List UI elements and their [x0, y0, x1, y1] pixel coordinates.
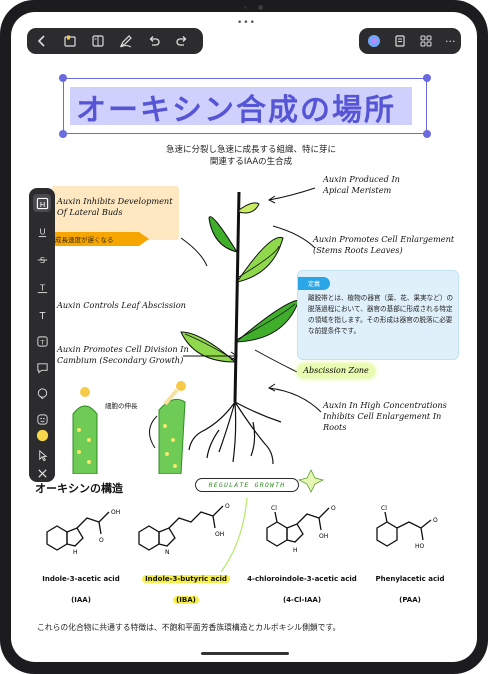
- text-icon[interactable]: T: [35, 308, 49, 322]
- select-icon[interactable]: [35, 448, 49, 462]
- home-indicator[interactable]: [201, 652, 289, 655]
- cell-elongation-illustration: [72, 381, 186, 474]
- undo-icon[interactable]: [147, 34, 161, 48]
- redo-icon[interactable]: [175, 34, 189, 48]
- resize-handle-bottom-left[interactable]: [59, 130, 67, 138]
- svg-text:HO: HO: [415, 543, 425, 550]
- canvas-screen[interactable]: ••• ···: [11, 12, 477, 662]
- iaa-structure: OH O H: [46, 509, 120, 556]
- pages-icon[interactable]: [91, 34, 105, 48]
- color-swatch-icon[interactable]: [35, 428, 49, 442]
- strikethrough-icon[interactable]: S: [35, 252, 49, 266]
- document-icon[interactable]: [393, 34, 407, 48]
- text-box-icon[interactable]: H: [35, 196, 49, 210]
- resize-handle-top-left[interactable]: [59, 74, 67, 82]
- resize-handle-bottom-right[interactable]: [423, 130, 431, 138]
- definition-tag: 定義: [298, 277, 331, 290]
- label-enlargement[interactable]: Auxin Promotes Cell Enlargement (Stems R…: [313, 234, 455, 255]
- back-chevron-icon[interactable]: [35, 34, 49, 48]
- svg-text:O: O: [99, 537, 104, 544]
- inhibit-label-bg: [51, 186, 179, 240]
- label-controls[interactable]: Auxin Controls Leaf Abscission: [57, 300, 186, 310]
- paa-structure: Cl O HO: [376, 505, 438, 550]
- compound-4-cl-iaa[interactable]: 4-chloroindole-3-acetic acid (4-Cl-IAA): [247, 575, 357, 604]
- definition-card[interactable]: 定義 離脱帯とは、植物の器官（葉、花、果実など）の脱落過程において、器官の基部に…: [297, 270, 459, 360]
- compound-iba[interactable]: Indole-3-butyric acid (IBA): [131, 574, 241, 605]
- more-icon[interactable]: ···: [445, 34, 456, 48]
- svg-text:O: O: [331, 505, 336, 512]
- section-heading: オーキシンの構造: [35, 482, 123, 495]
- subtitle-line-1: 急速に分裂し急速に成長する組織、特に芽に: [165, 145, 336, 155]
- sticker-icon[interactable]: [35, 412, 49, 426]
- grid-icon[interactable]: [419, 34, 433, 48]
- svg-text:T: T: [38, 311, 45, 322]
- text-tools-panel: H U S T T T: [29, 188, 55, 482]
- plant-illustration: [180, 191, 300, 465]
- label-inhibits[interactable]: Auxin Inhibits Development Of Lateral Bu…: [57, 196, 173, 217]
- label-division[interactable]: Auxin Promotes Cell Division In Cambium …: [57, 344, 189, 365]
- svg-text:T: T: [39, 338, 44, 346]
- svg-text:O: O: [225, 503, 230, 510]
- lasso-icon[interactable]: [35, 386, 49, 400]
- svg-text:Cl: Cl: [381, 505, 387, 512]
- resize-handle-top-right[interactable]: [423, 74, 431, 82]
- right-toolbar: ···: [359, 28, 461, 54]
- label-produced[interactable]: Auxin Produced In Apical Meristem: [323, 174, 400, 195]
- text-frame-icon[interactable]: T: [35, 334, 49, 348]
- sensor-dot: [244, 6, 247, 9]
- label-high-concentration[interactable]: Auxin In High Concentrations Inhibits Ce…: [323, 400, 447, 432]
- svg-text:U: U: [39, 226, 45, 236]
- close-icon[interactable]: [35, 466, 49, 480]
- pen-tool-icon[interactable]: [119, 34, 133, 48]
- subtitle: 急速に分裂し急速に成長する組織、特に芽に 関連するIAAの生合成: [131, 144, 371, 168]
- ai-assistant-icon[interactable]: [367, 34, 381, 48]
- svg-text:H: H: [73, 549, 78, 556]
- svg-text:H: H: [39, 199, 45, 208]
- svg-text:N: N: [165, 549, 170, 556]
- title-selection-box[interactable]: オーキシン合成の場所: [59, 74, 431, 138]
- svg-text:T: T: [38, 282, 45, 292]
- notebook-icon[interactable]: [63, 34, 77, 48]
- underline-icon[interactable]: U: [35, 224, 49, 238]
- svg-text:OH: OH: [111, 509, 120, 516]
- svg-text:O: O: [433, 517, 438, 524]
- compound-paa[interactable]: Phenylacetic acid (PAA): [375, 575, 445, 604]
- 4-cl-iaa-structure: Cl O OH H: [266, 505, 336, 554]
- compound-iaa[interactable]: Indole-3-acetic acid (IAA): [42, 575, 120, 604]
- footer-text: これらの化合物に共通する特徴は、不飽和平面芳香族環構造とカルボキシル側鎖です。: [37, 623, 341, 632]
- annotation-arrows: [149, 187, 325, 573]
- cell-stretch-label: 細胞の伸長: [105, 402, 138, 410]
- regulate-growth-label[interactable]: REGULATE GROWTH: [195, 478, 299, 492]
- comment-icon[interactable]: [35, 360, 49, 374]
- svg-text:OH: OH: [215, 531, 224, 538]
- iba-structure: O OH N: [138, 503, 230, 556]
- text-style-icon[interactable]: T: [35, 280, 49, 294]
- top-menu-dots[interactable]: •••: [237, 18, 256, 28]
- growth-slow-tag[interactable]: 成長速度が遅くなる: [51, 232, 149, 246]
- svg-text:H: H: [293, 547, 298, 554]
- page-title: オーキシン合成の場所: [76, 93, 396, 128]
- abscission-zone-label[interactable]: Abscission Zone: [297, 364, 375, 378]
- subtitle-line-2: 関連するIAAの生合成: [209, 157, 293, 167]
- front-camera: [258, 5, 263, 10]
- title-highlight: [70, 87, 412, 125]
- main-toolbar: [27, 28, 203, 54]
- definition-text: 離脱帯とは、植物の器官（葉、花、果実など）の脱落過程において、器官の基部に形成さ…: [308, 294, 454, 335]
- svg-text:Cl: Cl: [271, 505, 277, 512]
- svg-text:OH: OH: [319, 533, 328, 540]
